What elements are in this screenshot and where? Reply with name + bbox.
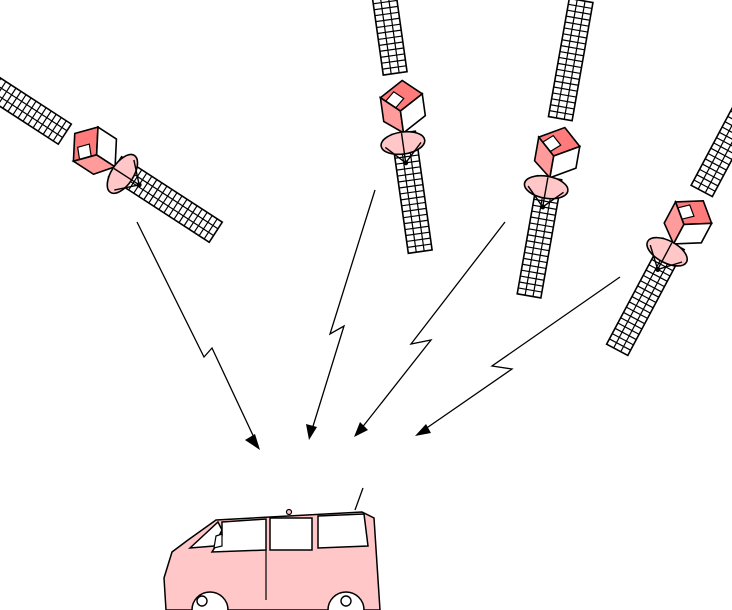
window-rear bbox=[317, 513, 369, 549]
signal-arrow-3 bbox=[356, 221, 506, 435]
van-antenna bbox=[354, 487, 364, 511]
satellite-2 bbox=[355, 0, 444, 255]
side-mirror bbox=[213, 533, 223, 549]
roof-light bbox=[285, 508, 293, 516]
signal-arrow-4 bbox=[417, 276, 621, 435]
window-middle bbox=[269, 517, 313, 551]
signal-arrowhead-2 bbox=[306, 424, 317, 440]
signal-arrowhead-1 bbox=[245, 434, 260, 450]
wheel-rear bbox=[340, 595, 352, 607]
signal-arrow-2 bbox=[309, 189, 376, 437]
signal-arrow-1 bbox=[136, 221, 259, 447]
signal-arrowhead-3 bbox=[354, 422, 368, 437]
van bbox=[163, 487, 381, 610]
satellite-4 bbox=[596, 74, 732, 361]
wheel-front bbox=[196, 595, 208, 607]
satellite-3 bbox=[505, 0, 604, 300]
satellite-1 bbox=[0, 49, 229, 253]
signal-arrowhead-4 bbox=[415, 424, 431, 436]
